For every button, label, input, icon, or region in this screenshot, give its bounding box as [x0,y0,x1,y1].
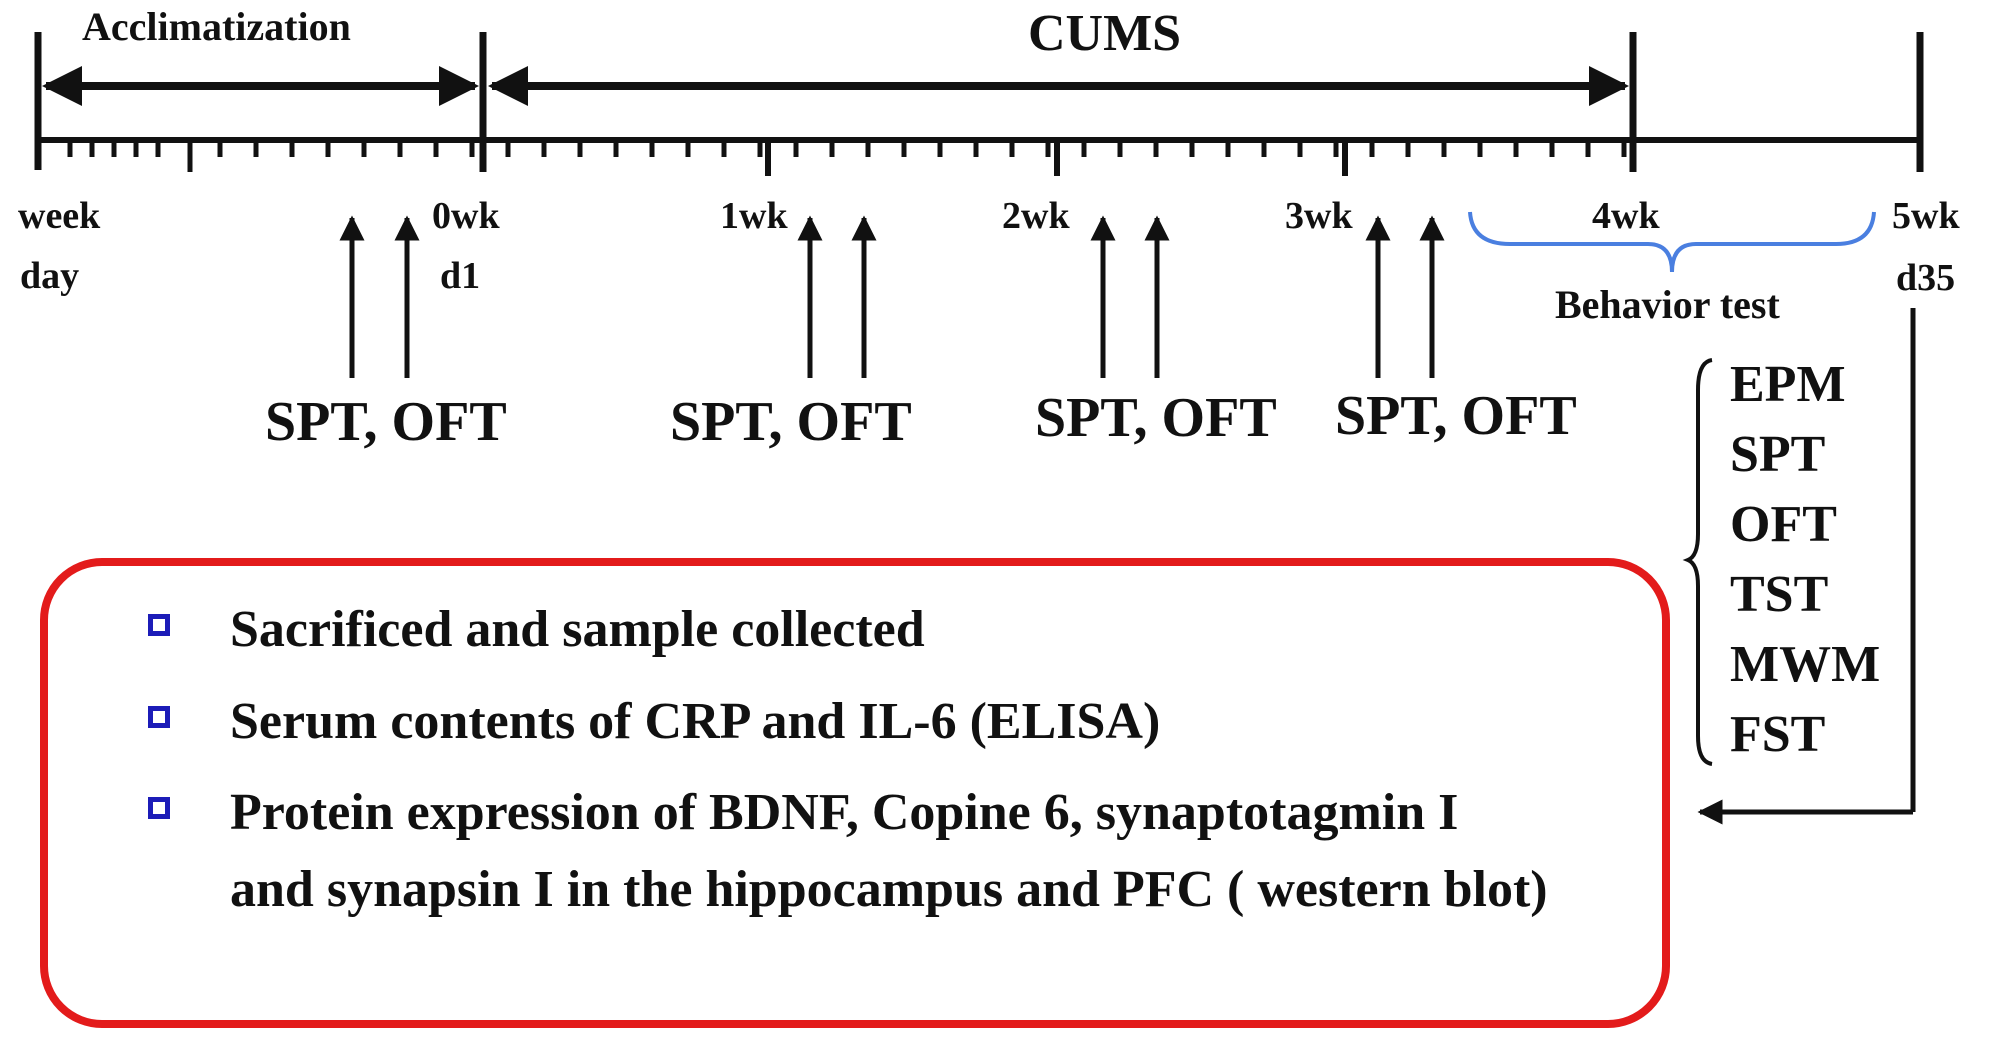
measurement-label-3: SPT, OFT [1035,387,1277,449]
square-bullet-icon [148,614,170,636]
endpoint-item-text: Sacrificed and sample collected [230,601,925,658]
tests-brace [1682,358,1713,766]
endpoint-item-text: Protein expression of BDNF, Copine 6, sy… [230,784,1459,841]
endpoint-item-text: Serum contents of CRP and IL-6 (ELISA) [230,693,1161,750]
return-arrow [1697,308,1916,825]
acclimatization-label: Acclimatization [82,4,351,49]
cums-label: CUMS [1028,5,1181,62]
acclimatization-span: Acclimatization [34,4,479,170]
measurement-label-1: SPT, OFT [265,391,507,453]
test-item-tst: TST [1730,566,1829,623]
measurement-label-2: SPT, OFT [670,391,912,453]
endpoint-item-text: and synapsin I in the hippocampus and PF… [230,861,1548,918]
week-tick-3: 3wk [1285,195,1353,237]
test-item-spt: SPT [1730,426,1826,483]
day-ticks [67,140,1627,157]
measurement-arrows [339,215,1445,378]
day-row-label: day [20,255,79,297]
week-tick-4: 4wk [1592,195,1660,237]
week-row-label: week [18,195,101,237]
week-tick-5: 5wk [1892,195,1960,237]
week-tick-0: 0wk [432,195,500,237]
behavior-test-list: EPM SPT OFT TST MWM FST [1730,350,1880,770]
week-tick-1: 1wk [720,195,788,237]
time-axis [36,32,1924,176]
day-end-label: d35 [1896,257,1955,299]
square-bullet-icon [148,706,170,728]
behavior-test-label: Behavior test [1555,282,1780,327]
square-bullet-icon [148,797,170,819]
measurement-label-4: SPT, OFT [1335,385,1577,447]
week-tick-2: 2wk [1002,195,1070,237]
cums-span: CUMS [479,5,1637,172]
test-item-epm: EPM [1730,356,1846,413]
behavior-test-brace [1468,211,1876,273]
endpoint-box: Sacrificed and sample collected Serum co… [40,558,1670,1028]
test-item-fst: FST [1730,706,1826,763]
day-start-label: d1 [440,255,480,297]
test-item-mwm: MWM [1730,636,1881,693]
test-item-oft: OFT [1730,496,1837,553]
